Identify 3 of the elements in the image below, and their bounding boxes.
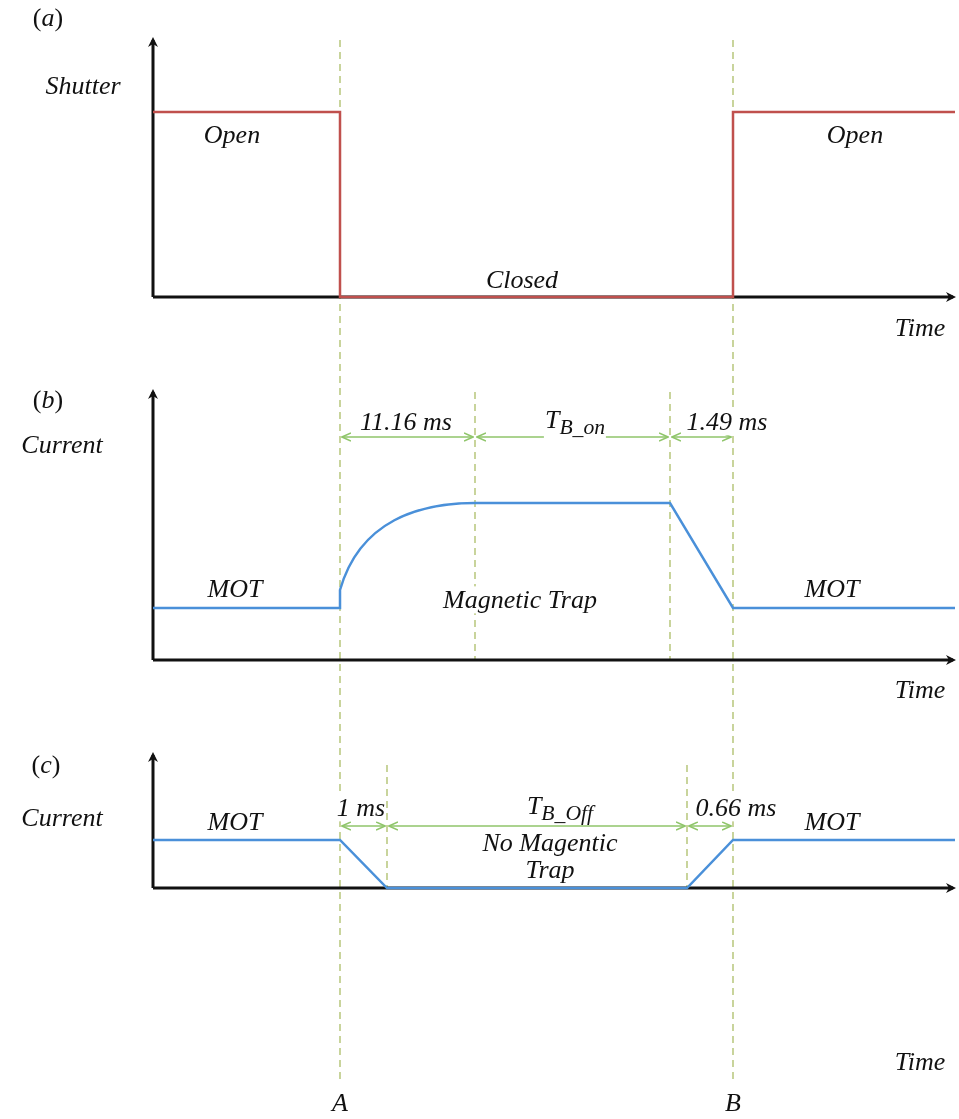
duration-label: 1 ms: [335, 794, 387, 822]
duration-label: 0.66 ms: [694, 794, 778, 822]
state-label: Magnetic Trap: [442, 586, 598, 614]
